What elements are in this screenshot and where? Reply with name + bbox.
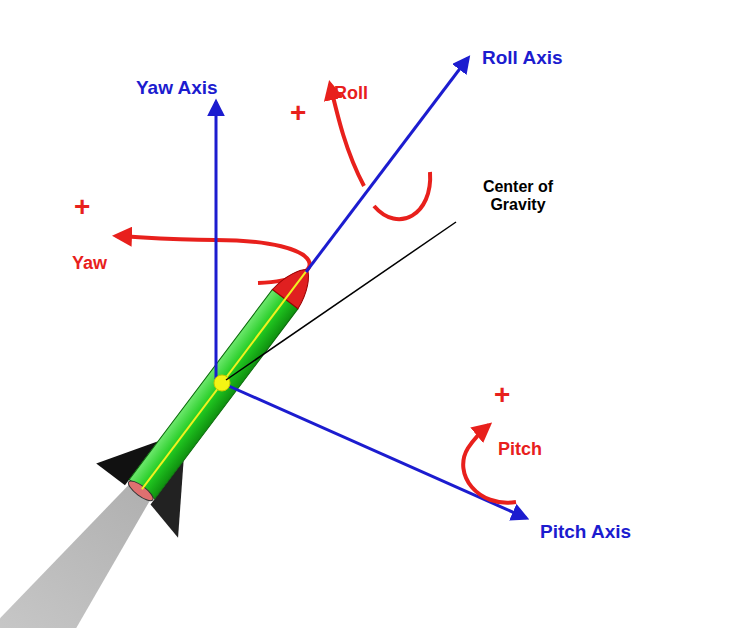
rocket [0,233,355,628]
sign-label: + [74,192,90,223]
axis-label: Pitch Axis [540,522,631,543]
roll-rotation-arrow [374,172,430,219]
sign-label: + [290,98,306,129]
roll-axis [306,58,468,272]
yaw-axis [215,102,218,383]
center-of-gravity-dot [214,375,230,391]
yaw-rotation-arrow [116,236,310,283]
pitch-axis [222,383,526,518]
callout-label: Center of Gravity [462,178,574,213]
rotation-label: Pitch [498,440,542,460]
rotation-label: Yaw [72,254,107,274]
axis-label: Yaw Axis [136,78,218,99]
rotation-label: Roll [334,84,368,104]
axis-label: Roll Axis [482,48,563,69]
pitch-rotation-arrow [463,425,516,503]
sign-label: + [494,380,510,411]
nozzle [126,478,156,504]
leader-line [226,222,456,380]
body-centerline [142,270,307,490]
